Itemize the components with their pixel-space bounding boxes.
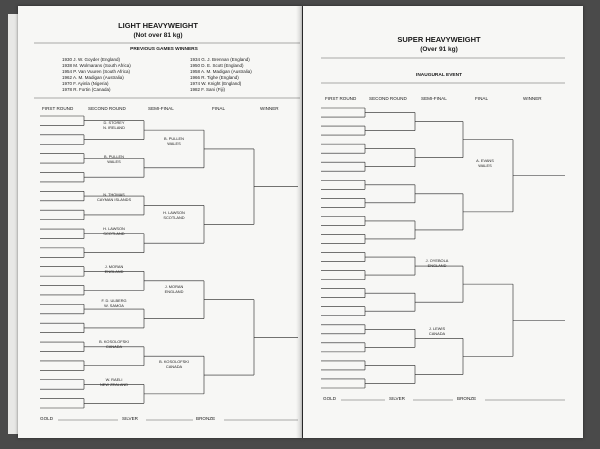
competitor-name: D. STOREY — [104, 120, 125, 125]
winners-col2: 1934 G. J. Brennan (England) 1950 D. E. … — [190, 57, 252, 92]
competitor-country: ENGLAND — [428, 263, 447, 268]
bracket-lines — [40, 115, 298, 409]
winner-entry: 1934 G. J. Brennan (England) — [190, 57, 250, 62]
winner-entry: 1982 F. Sani (Fiji) — [190, 87, 226, 92]
semi-final-names: J. OYEBOLA ENGLAND J. LEWIS CANADA — [426, 258, 449, 336]
competitor-name: B. PULLEN — [164, 136, 184, 141]
winner-entry: 1958 A. M. Madigan (Australia) — [190, 69, 252, 74]
super-heavyweight-bracket: SUPER HEAVYWEIGHT (Over 91 kg) INAUGURAL… — [321, 35, 565, 401]
competitor-country: SCOTLAND — [103, 231, 124, 236]
competitor-country: ENGLAND — [105, 269, 124, 274]
competitor-country: NEW ZEALAND — [100, 382, 128, 387]
round-header: SEMI-FINAL — [421, 96, 447, 101]
competitor-name: J. OYEBOLA — [426, 258, 449, 263]
round-header: SECOND ROUND — [369, 96, 407, 101]
gold-label: GOLD — [40, 416, 54, 421]
competitor-country: WALES — [478, 163, 492, 168]
round-header: SEMI-FINAL — [148, 106, 174, 111]
competitor-country: WALES — [167, 141, 181, 146]
round-header: SECOND ROUND — [88, 106, 126, 111]
round-header: FIRST ROUND — [42, 106, 74, 111]
winner-entry: 1974 W. Knight (England) — [190, 81, 242, 86]
silver-label: SILVER — [122, 416, 139, 421]
final-names: A. EVANS WALES — [476, 158, 494, 168]
round-header: FIRST ROUND — [325, 96, 357, 101]
winner-entry: 1938 M. Wolmarans (South Africa) — [62, 63, 131, 68]
event-heading: INAUGURAL EVENT — [416, 72, 462, 78]
medals-line: GOLD SILVER BRONZE — [40, 416, 298, 421]
competitor-name: J. MORAN — [165, 284, 184, 289]
competitor-country: CANADA — [106, 344, 123, 349]
winner-entry: 1930 J. W. Goyder (England) — [62, 57, 121, 62]
round-header: FINAL — [475, 96, 488, 101]
competitor-name: W. RAELI — [106, 377, 123, 382]
winner-entry: 1962 A. M. Madigan (Australia) — [62, 75, 124, 80]
competitor-name: J. MORAN — [105, 264, 124, 269]
competitor-country: CANADA — [166, 364, 183, 369]
winners-col1: 1930 J. W. Goyder (England) 1938 M. Wolm… — [62, 57, 131, 92]
competitor-name: B. PULLEN — [104, 154, 124, 159]
left-page: LIGHT HEAVYWEIGHT (Not over 81 kg) PREVI… — [18, 6, 302, 438]
bronze-label: BRONZE — [196, 416, 215, 421]
winner-entry: 1978 R. Fortin (Canada) — [62, 87, 111, 92]
winner-entry: 1950 D. E. Scott (England) — [190, 63, 244, 68]
page-subtitle: (Over 91 kg) — [420, 46, 458, 53]
competitor-name: A. EVANS — [476, 158, 494, 163]
round-header: WINNER — [260, 106, 279, 111]
competitor-name: B. KOSOLOFSKI — [99, 339, 129, 344]
competitor-country: N. IRELAND — [103, 125, 125, 130]
competitor-name: B. KOSOLOFSKI — [159, 359, 189, 364]
competitor-name: H. LAWSON — [103, 226, 125, 231]
round-header: WINNER — [523, 96, 542, 101]
competitor-name: F. D. ULBERG — [101, 298, 126, 303]
page-subtitle: (Not over 81 kg) — [133, 32, 182, 39]
competitor-country: W. SAMOA — [104, 303, 124, 308]
page-title: SUPER HEAVYWEIGHT — [397, 35, 481, 44]
competitor-name: H. LAWSON — [163, 210, 185, 215]
competitor-country: CAYMAN ISLANDS — [97, 197, 131, 202]
round-header: FINAL — [212, 106, 225, 111]
competitor-country: ENGLAND — [165, 289, 184, 294]
bronze-label: BRONZE — [457, 396, 476, 401]
semi-final-names: B. PULLEN WALES H. LAWSON SCOTLAND J. MO… — [159, 136, 189, 369]
page-title: LIGHT HEAVYWEIGHT — [118, 21, 198, 30]
light-heavyweight-bracket: LIGHT HEAVYWEIGHT (Not over 81 kg) PREVI… — [34, 21, 300, 421]
bracket-lines — [321, 107, 565, 389]
gold-label: GOLD — [323, 396, 337, 401]
winner-entry: 1970 F. Ayinla (Nigeria) — [62, 81, 109, 86]
competitor-country: SCOTLAND — [163, 215, 184, 220]
winner-entry: 1954 P. Van Vuuren (South Africa) — [62, 69, 130, 74]
medals-line: GOLD SILVER BRONZE — [323, 396, 565, 401]
right-page: SUPER HEAVYWEIGHT (Over 91 kg) INAUGURAL… — [303, 6, 583, 438]
silver-label: SILVER — [389, 396, 406, 401]
previous-winners-heading: PREVIOUS GAMES WINNERS — [130, 46, 198, 52]
competitor-name: J. LEWIS — [429, 326, 446, 331]
competitor-country: CANADA — [429, 331, 446, 336]
winner-entry: 1966 R. Tighe (England) — [190, 75, 239, 80]
competitor-name: N. THOMAS — [103, 192, 125, 197]
second-round-names: D. STOREY N. IRELAND B. PULLEN WALES N. … — [97, 120, 131, 387]
competitor-country: WALES — [107, 159, 121, 164]
